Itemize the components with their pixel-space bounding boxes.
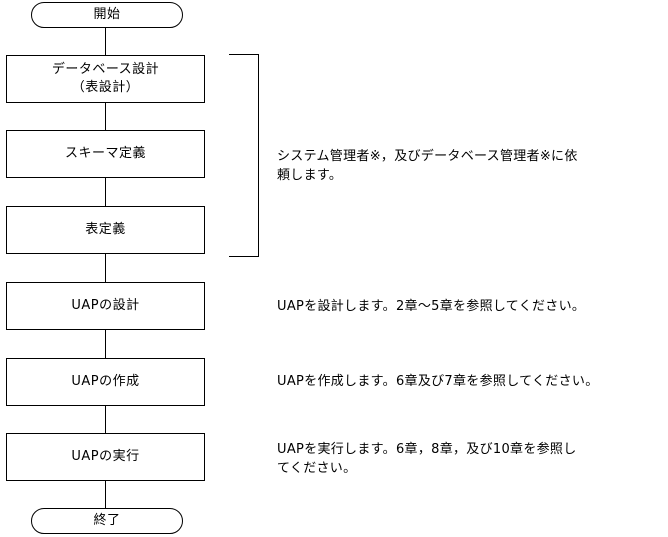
connector-start-to-step1 (105, 28, 106, 55)
process-box-uap-execution-line1: UAPの実行 (71, 449, 140, 465)
process-box-uap-design: UAPの設計 (6, 282, 205, 330)
process-box-database-design-line2: （表設計） (71, 80, 140, 95)
connector-step1-to-step2 (105, 103, 106, 130)
connector-step5-to-step6 (105, 406, 106, 433)
process-box-database-design: データベース設計 （表設計） (6, 55, 205, 103)
process-box-uap-execution: UAPの実行 (6, 433, 205, 481)
connector-step4-to-step5 (105, 330, 106, 358)
group-bracket-spine (258, 54, 259, 257)
connector-step3-to-step4 (105, 254, 106, 282)
group-bracket-bottom-arm (229, 256, 259, 257)
process-box-table-definition-line1: 表定義 (85, 222, 126, 238)
process-box-table-definition: 表定義 (6, 206, 205, 254)
note-uap-execution: UAPを実行します。6章，8章，及び10章を参照し てください。 (277, 442, 577, 476)
start-terminal-label: 開始 (93, 6, 121, 22)
process-box-uap-creation: UAPの作成 (6, 358, 205, 406)
process-box-uap-design-line1: UAPの設計 (71, 298, 140, 314)
note-uap-creation: UAPを作成します。6章及び7章を参照してください。 (277, 374, 599, 389)
start-terminal: 開始 (31, 2, 183, 28)
connector-step6-to-end (105, 481, 106, 508)
group-bracket-top-arm (229, 54, 259, 55)
note-uap-design: UAPを設計します。2章～5章を参照してください。 (277, 299, 586, 314)
end-terminal: 終了 (31, 508, 183, 534)
process-box-database-design-line1: データベース設計 (51, 62, 160, 78)
end-terminal-label: 終了 (93, 512, 121, 528)
process-box-schema-definition-line1: スキーマ定義 (64, 146, 146, 162)
process-box-schema-definition: スキーマ定義 (6, 130, 205, 178)
connector-step2-to-step3 (105, 178, 106, 206)
note-admin-request: システム管理者※，及びデータベース管理者※に依 頼します。 (277, 149, 578, 183)
process-box-uap-creation-line1: UAPの作成 (71, 374, 140, 390)
